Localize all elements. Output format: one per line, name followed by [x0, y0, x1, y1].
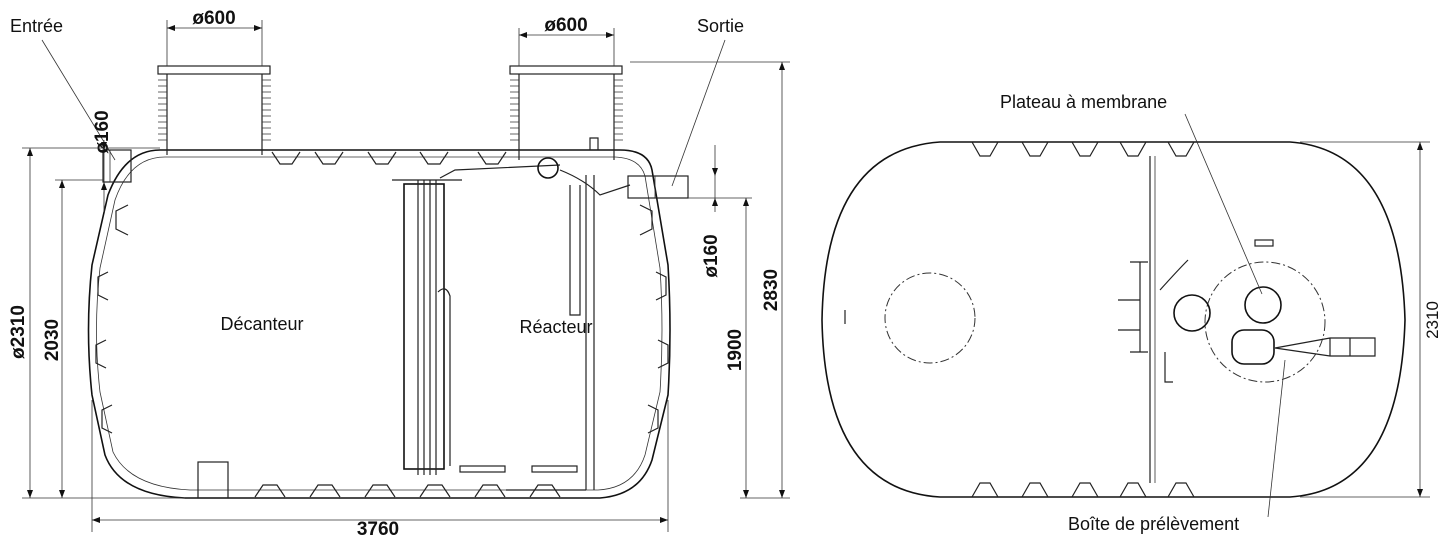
side-ribs-right — [639, 204, 669, 434]
bottom-ribs — [254, 484, 561, 498]
top-view-ribs-top — [971, 141, 1195, 157]
top-view: 2310 Plateau à membrane Boîte de prélève… — [821, 92, 1441, 534]
tank-inner-outline — [96, 156, 663, 491]
membrane-module — [392, 164, 561, 475]
top-view-riser-right — [1204, 261, 1326, 383]
dim-outlet-height-text: 1900 — [725, 329, 746, 371]
outlet-leader — [671, 39, 726, 187]
side-view: ø600 ø600 Entrée Sortie ø160 ø160 — [8, 8, 790, 540]
outlet-pipe — [627, 175, 689, 199]
dim-inlet-height-text: 2030 — [42, 319, 63, 361]
dim-riser-left: ø600 — [166, 8, 263, 66]
dim-outlet-pipe-text: ø160 — [701, 234, 722, 277]
inlet-leader — [41, 39, 116, 161]
dim-inlet-height: 2030 — [42, 179, 103, 498]
sampling-box — [1231, 329, 1275, 365]
dim-outlet-pipe: ø160 — [701, 145, 722, 278]
top-ribs — [271, 151, 507, 165]
dim-outlet-height: 1900 — [688, 197, 752, 498]
dim-tank-diameter-text: ø2310 — [8, 305, 29, 359]
side-ribs-left — [95, 204, 129, 434]
riser-left — [157, 65, 271, 155]
chamber-right-label: Réacteur — [519, 317, 592, 337]
sampling-label: Boîte de prélèvement — [1068, 514, 1239, 534]
top-view-outline — [821, 141, 1406, 498]
inlet-pipe — [102, 149, 132, 183]
sampling-leader — [1267, 359, 1286, 518]
dim-inlet-pipe: ø160 — [92, 110, 113, 212]
dim-riser-right: ø600 — [518, 15, 615, 66]
dim-riser-left-text: ø600 — [192, 8, 235, 29]
dim-inlet-pipe-text: ø160 — [92, 110, 113, 153]
dim-top-width-text: 2310 — [1423, 301, 1441, 339]
dim-riser-right-text: ø600 — [544, 15, 587, 36]
reactor-piping — [197, 137, 631, 499]
membrane-leader — [1184, 113, 1263, 295]
chamber-left-label: Décanteur — [220, 314, 303, 334]
dim-top-width: 2310 — [1300, 141, 1441, 498]
top-view-tank-b — [1244, 286, 1282, 324]
membrane-label: Plateau à membrane — [1000, 92, 1167, 112]
dim-tank-diameter: ø2310 — [8, 147, 185, 499]
top-view-tank-a — [1173, 294, 1211, 332]
dim-overall-length: 3760 — [91, 400, 669, 540]
dim-overall-height-text: 2830 — [761, 269, 782, 311]
inlet-label: Entrée — [10, 16, 63, 36]
riser-right — [509, 65, 623, 160]
top-view-ribs-bottom — [971, 482, 1195, 498]
dim-overall-length-text: 3760 — [357, 519, 399, 537]
dim-overall-height: 2830 — [630, 61, 790, 499]
top-view-riser-left — [884, 272, 976, 364]
outlet-label: Sortie — [697, 16, 744, 36]
